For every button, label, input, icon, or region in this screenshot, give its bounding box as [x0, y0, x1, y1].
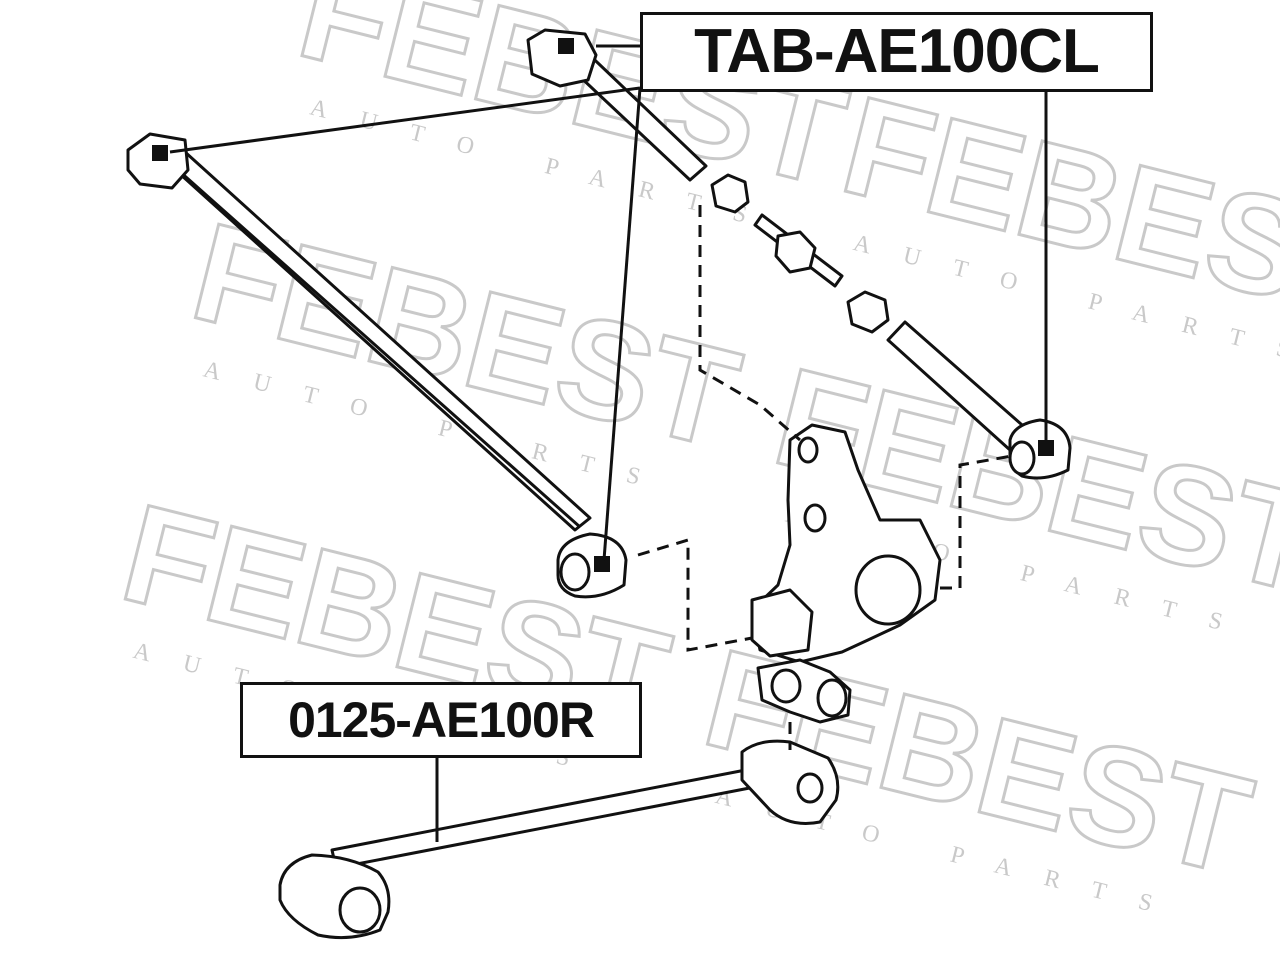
adjuster-bolt-assembly: [710, 173, 1072, 480]
callout-leaders: [169, 44, 1048, 842]
lower-control-arm: [278, 739, 840, 940]
assembly-guides: [637, 205, 1013, 750]
rear-knuckle: [750, 423, 942, 724]
watermark-brand: FEBEST: [829, 66, 1280, 352]
part-number-label-bottom: 0125-AE100R: [240, 682, 642, 758]
part-number-label-top: TAB-AE100CL: [640, 12, 1153, 92]
upper-control-arm: [126, 132, 628, 599]
rear-rod-upper: [526, 28, 708, 182]
